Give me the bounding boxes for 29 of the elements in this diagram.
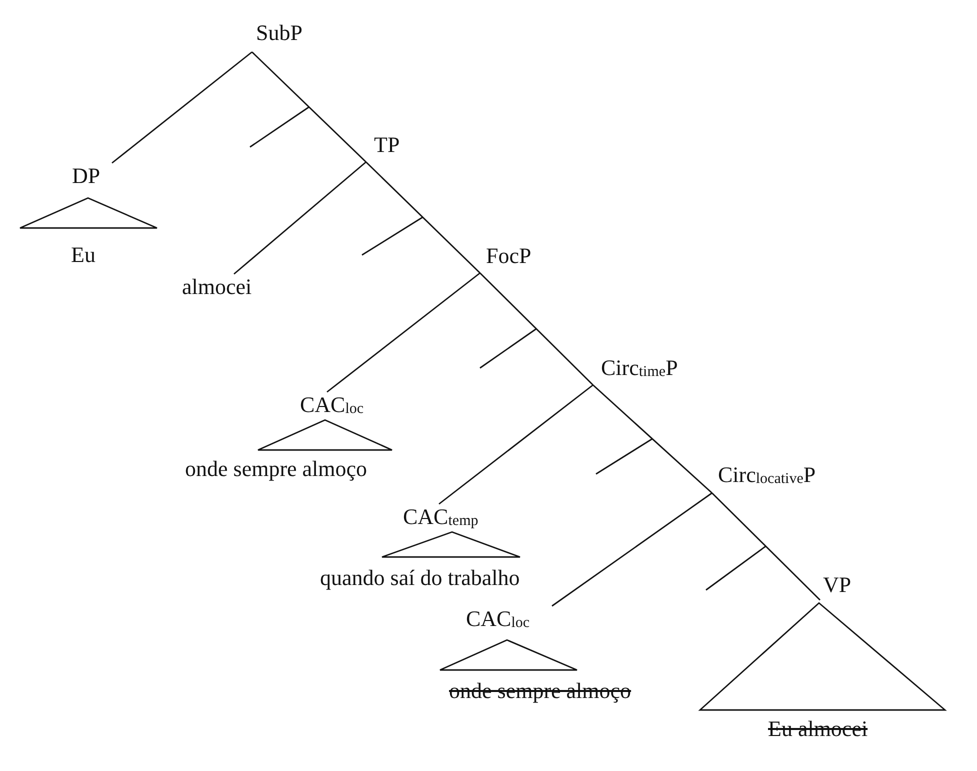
phrase-label: CAC$_{temp}$	[403, 504, 505, 530]
tree-branch	[592, 384, 712, 494]
tree-branch	[712, 492, 820, 600]
phrase-label: TP	[366, 132, 416, 162]
phrase-text: Eu	[71, 242, 96, 268]
phrase-text: onde sempre almoço	[449, 678, 632, 704]
tree-branch	[552, 492, 712, 607]
phrase-label: SubP	[252, 20, 324, 52]
tree-branch	[480, 272, 594, 386]
triangle-constituent	[185, 420, 392, 482]
triangle-constituent	[440, 640, 631, 704]
phrase-label: FocP	[480, 243, 542, 273]
phrase-label: DP	[70, 163, 116, 193]
phrase-label: Circ$_{time}$P	[593, 355, 705, 385]
phrase-label: almocei	[182, 274, 286, 302]
triangle-constituent	[320, 532, 520, 591]
tree-branch	[252, 52, 366, 162]
tree-branch	[112, 51, 252, 164]
tree-branch	[326, 272, 480, 393]
tree-branch	[438, 384, 594, 505]
tree-branch	[366, 162, 480, 274]
phrase-text: quando saí do trabalho	[320, 565, 520, 591]
phrase-label: CAC$_{loc}$	[300, 392, 388, 418]
tree-branch	[234, 161, 366, 275]
phrase-text: onde sempre almoço	[185, 456, 368, 482]
phrase-label: VP	[820, 572, 864, 600]
phrase-text: Eu almocei	[768, 716, 868, 742]
phrase-label: CAC$_{loc}$	[466, 606, 556, 632]
phrase-label: Circ$_{locative}$P	[712, 462, 862, 493]
